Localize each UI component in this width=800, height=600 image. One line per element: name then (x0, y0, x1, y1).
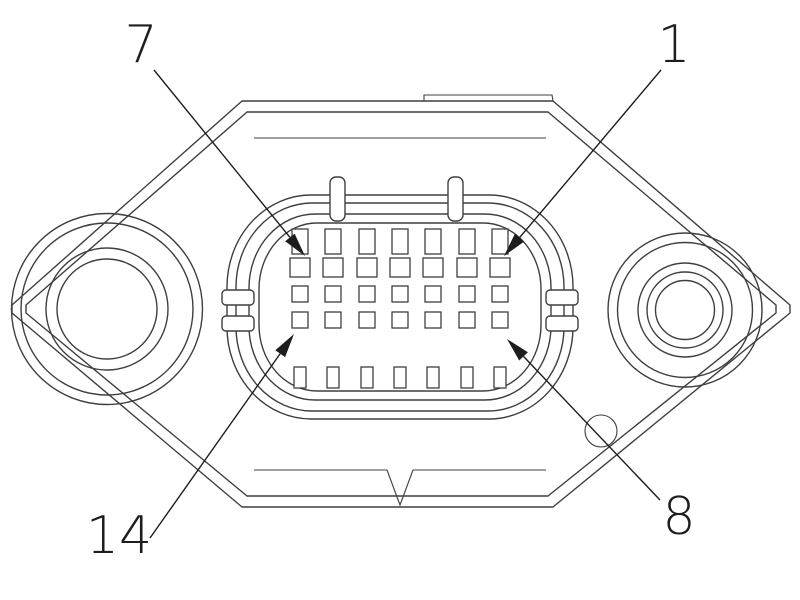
pin-row-upper-squares (289, 257, 511, 278)
arrowhead-pin1 (504, 233, 525, 256)
pin-row-top-blades (291, 228, 509, 255)
right-latch-tooth-upper (545, 289, 579, 306)
left-mounting-boss (10, 212, 204, 406)
pin-cavity (493, 366, 507, 389)
pin-cavity (389, 257, 411, 278)
pin-cavity (322, 257, 344, 278)
pin-cavity (358, 228, 376, 255)
pin-cavity (291, 285, 309, 303)
left-boss-ring-2 (20, 222, 194, 396)
left-latch (221, 289, 255, 332)
pin-cavity (489, 257, 511, 278)
label-pin-7: 7 (124, 15, 157, 75)
left-latch-tooth-lower (221, 315, 255, 332)
pin-cavity (291, 311, 309, 329)
pin-cavity (422, 257, 444, 278)
pin-cavity (289, 257, 311, 278)
pin-cavity (358, 311, 376, 329)
pin-cavity (458, 311, 476, 329)
flange-top-step (423, 94, 554, 102)
bottom-v-notch (386, 469, 414, 507)
connector-shroud (221, 176, 579, 420)
pin-cavity (391, 311, 409, 329)
pin-cavity (491, 285, 509, 303)
label-pin-14: 14 (86, 506, 152, 566)
left-latch-tooth-upper (221, 289, 255, 306)
polarization-rib-right (447, 176, 464, 222)
arrowhead-pin7 (285, 233, 305, 256)
pin-cavity (356, 257, 378, 278)
pin-cavity (358, 285, 376, 303)
pin-cavity (324, 285, 342, 303)
drain-hole (584, 414, 618, 448)
pin-cavity (424, 311, 442, 329)
label-pin-1: 1 (657, 15, 690, 75)
right-boss-outer-ring (607, 232, 763, 388)
callouts (149, 69, 662, 539)
pin-cavity (456, 257, 478, 278)
pin-cavity (293, 366, 307, 389)
leader-line-pin7 (153, 69, 291, 238)
pin-cavity (426, 366, 440, 389)
pin-cavity (458, 285, 476, 303)
leader-line-pin8 (522, 355, 661, 501)
right-boss-ring-4 (646, 271, 724, 349)
right-latch-tooth-lower (545, 315, 579, 332)
pin-cavity (491, 228, 509, 255)
pin-cavity (458, 228, 476, 255)
pin-cavity (324, 311, 342, 329)
pin-cavity (391, 285, 409, 303)
left-boss-ring-3 (45, 247, 169, 371)
polarization-rib-left (329, 176, 346, 222)
shroud-seal-groove (248, 213, 552, 401)
right-boss-ring-3 (637, 262, 733, 358)
pin-cavity (491, 311, 509, 329)
pin-cavity (424, 228, 442, 255)
label-pin-8: 8 (662, 487, 695, 547)
pin-cavity (360, 366, 374, 389)
right-latch (545, 289, 579, 332)
shroud-outer-wall (226, 194, 574, 420)
pin-cavity (424, 285, 442, 303)
pin-cavity (324, 228, 342, 255)
pin-grid (289, 228, 511, 389)
left-boss-outer-ring (10, 212, 204, 406)
pin-row-bottom-slots (293, 366, 507, 389)
pin-cavity (393, 366, 407, 389)
pin-row-middle-lower (291, 311, 509, 329)
pin-cavity (326, 366, 340, 389)
pin-cavity (391, 228, 409, 255)
right-mounting-boss (607, 232, 763, 388)
pin-row-middle-upper (291, 285, 509, 303)
leader-line-pin14 (149, 353, 281, 539)
flange-inner-edge (25, 111, 777, 497)
left-boss-inner-ring (56, 258, 158, 360)
arrowhead-pin14 (275, 334, 294, 358)
right-boss-inner-ring (654, 279, 716, 341)
pin-cavity (460, 366, 474, 389)
shroud-opening (258, 222, 542, 392)
flange-outer-edge (11, 100, 791, 508)
pin-labels: 7 1 14 8 (86, 15, 696, 566)
arrowhead-pin8 (507, 339, 528, 361)
shroud-wall-2 (235, 202, 565, 412)
leader-line-pin1 (518, 69, 662, 239)
right-boss-ring-2 (616, 241, 754, 379)
